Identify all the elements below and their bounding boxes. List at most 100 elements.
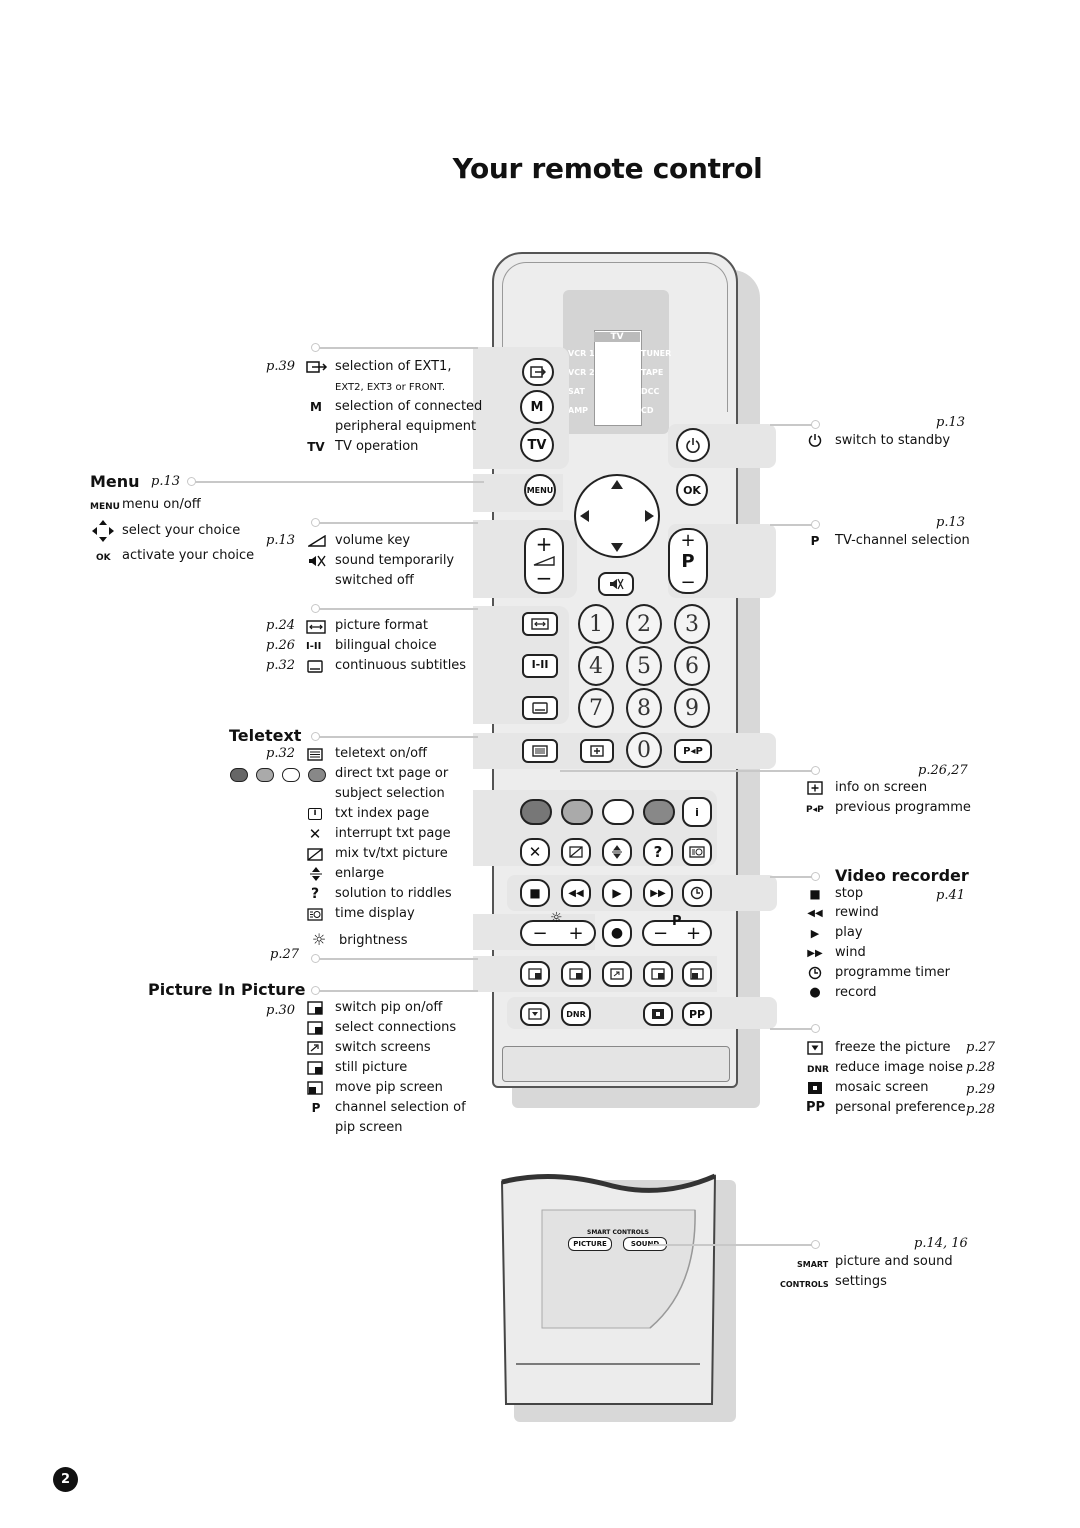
dnr-button[interactable]: DNR bbox=[561, 1002, 591, 1026]
menu-button[interactable]: MENU bbox=[524, 474, 556, 506]
ext-button[interactable] bbox=[522, 358, 554, 386]
page-ref: p.13 bbox=[266, 533, 295, 548]
leader-dot bbox=[811, 1024, 820, 1033]
leader-dot bbox=[187, 477, 196, 486]
label-stop: stop bbox=[835, 886, 864, 901]
subtitle-button[interactable] bbox=[522, 696, 558, 720]
page-ref: p.28 bbox=[966, 1102, 995, 1117]
interrupt-button[interactable]: ✕ bbox=[520, 838, 550, 866]
digit-2[interactable]: 2 bbox=[626, 604, 662, 644]
digit-3[interactable]: 3 bbox=[674, 604, 710, 644]
enlarge-button[interactable] bbox=[602, 838, 632, 866]
label-pip-still: still picture bbox=[335, 1060, 408, 1075]
format-button[interactable] bbox=[522, 612, 558, 636]
format-icon bbox=[306, 620, 326, 634]
freeze-button[interactable] bbox=[520, 1002, 550, 1026]
leader-dot bbox=[811, 872, 820, 881]
digit-9[interactable]: 9 bbox=[674, 688, 710, 728]
label-tvchannel: TV-channel selection bbox=[835, 533, 970, 548]
rewind-button[interactable]: ◀◀ bbox=[561, 879, 591, 907]
p-rocker[interactable]: + P − bbox=[668, 528, 708, 594]
m-icon: M bbox=[310, 400, 322, 414]
label-rewind: rewind bbox=[835, 905, 879, 920]
stop-button[interactable]: ■ bbox=[520, 879, 550, 907]
brightness-rocker[interactable]: −+ bbox=[520, 920, 596, 946]
remote-cover bbox=[500, 1173, 736, 1422]
digit-6[interactable]: 6 bbox=[674, 646, 710, 686]
pip-still-button[interactable] bbox=[643, 961, 673, 987]
pip-heading: Picture In Picture bbox=[148, 980, 306, 999]
bilingual-button[interactable]: 1 bbox=[522, 654, 558, 678]
plus-icon: + bbox=[568, 922, 584, 944]
label-wind: wind bbox=[835, 945, 866, 960]
blue-button[interactable] bbox=[643, 799, 675, 825]
leader-dot bbox=[311, 732, 320, 741]
pip-prev-button[interactable]: P◂P bbox=[674, 739, 712, 763]
p-icon: P bbox=[810, 534, 820, 548]
standby-button[interactable] bbox=[676, 428, 710, 462]
digit-1[interactable]: 1 bbox=[578, 604, 614, 644]
label-mute-2: switched off bbox=[335, 573, 414, 588]
mix-button[interactable] bbox=[561, 838, 591, 866]
ok-icon: OK bbox=[96, 553, 111, 563]
pip-p-rocker[interactable]: −+ bbox=[642, 920, 712, 946]
mosaic-button[interactable] bbox=[643, 1002, 673, 1026]
label-pip-swap: switch screens bbox=[335, 1040, 431, 1055]
timer-button[interactable] bbox=[682, 879, 712, 907]
pip-connect-button[interactable] bbox=[561, 961, 591, 987]
leader-dot bbox=[311, 604, 320, 613]
time-icon bbox=[307, 908, 323, 921]
green-button[interactable] bbox=[561, 799, 593, 825]
remote-bottom-panel bbox=[502, 1046, 730, 1082]
dnr-icon: DNR bbox=[807, 1065, 829, 1075]
pip-onoff-button[interactable] bbox=[520, 961, 550, 987]
ok-button[interactable]: OK bbox=[676, 474, 708, 506]
label-standby: switch to standby bbox=[835, 433, 951, 448]
digit-8[interactable]: 8 bbox=[626, 688, 662, 728]
digit-5[interactable]: 5 bbox=[626, 646, 662, 686]
leader-line bbox=[770, 1028, 816, 1030]
record-button[interactable]: ● bbox=[602, 919, 632, 947]
wind-icon: ▶▶ bbox=[807, 948, 823, 959]
page-ref: p.39 bbox=[266, 359, 295, 374]
play-button[interactable]: ▶ bbox=[602, 879, 632, 907]
wind-button[interactable]: ▶▶ bbox=[643, 879, 673, 907]
label-pip-onoff: switch pip on/off bbox=[335, 1000, 443, 1015]
p-icon: P bbox=[311, 1101, 321, 1115]
pip-swap-button[interactable] bbox=[602, 961, 632, 987]
label-freeze: freeze the picture bbox=[835, 1040, 951, 1055]
cursor-pad[interactable] bbox=[574, 474, 660, 558]
teletext-button[interactable] bbox=[522, 739, 558, 763]
page-ref: p.14, 16 bbox=[914, 1236, 968, 1251]
volume-rocker[interactable]: + − bbox=[524, 528, 564, 594]
leader-dot bbox=[311, 986, 320, 995]
leader-line bbox=[318, 522, 478, 524]
label-volume: volume key bbox=[335, 533, 411, 548]
info-button[interactable] bbox=[580, 739, 614, 763]
video-heading: Video recorder bbox=[835, 866, 969, 885]
digit-7[interactable]: 7 bbox=[578, 688, 614, 728]
reveal-button[interactable]: ? bbox=[643, 838, 673, 866]
p-label: P bbox=[681, 550, 695, 572]
digit-4[interactable]: 4 bbox=[578, 646, 614, 686]
smart-picture-button[interactable]: PICTURE bbox=[568, 1237, 612, 1251]
play-icon: ▶ bbox=[810, 927, 820, 940]
m-button[interactable]: M bbox=[520, 390, 554, 424]
volume-icon bbox=[308, 535, 326, 547]
label-enlarge: enlarge bbox=[335, 866, 385, 881]
time-button[interactable] bbox=[682, 838, 712, 866]
pip-swap-icon bbox=[307, 1041, 323, 1055]
sun-icon: ☼ bbox=[311, 930, 327, 949]
tv-button[interactable]: TV bbox=[520, 428, 554, 462]
index-button[interactable]: i bbox=[682, 797, 712, 827]
digit-0[interactable]: 0 bbox=[626, 732, 662, 768]
label-select: select your choice bbox=[122, 523, 241, 538]
page-number: 2 bbox=[53, 1467, 78, 1492]
pip-move-button[interactable] bbox=[682, 961, 712, 987]
mute-button[interactable] bbox=[598, 572, 634, 596]
leader-line bbox=[650, 1244, 816, 1246]
red-button[interactable] bbox=[520, 799, 552, 825]
label-menu: menu on/off bbox=[122, 497, 201, 512]
yellow-button[interactable] bbox=[602, 799, 634, 825]
pp-button[interactable]: PP bbox=[682, 1002, 712, 1026]
